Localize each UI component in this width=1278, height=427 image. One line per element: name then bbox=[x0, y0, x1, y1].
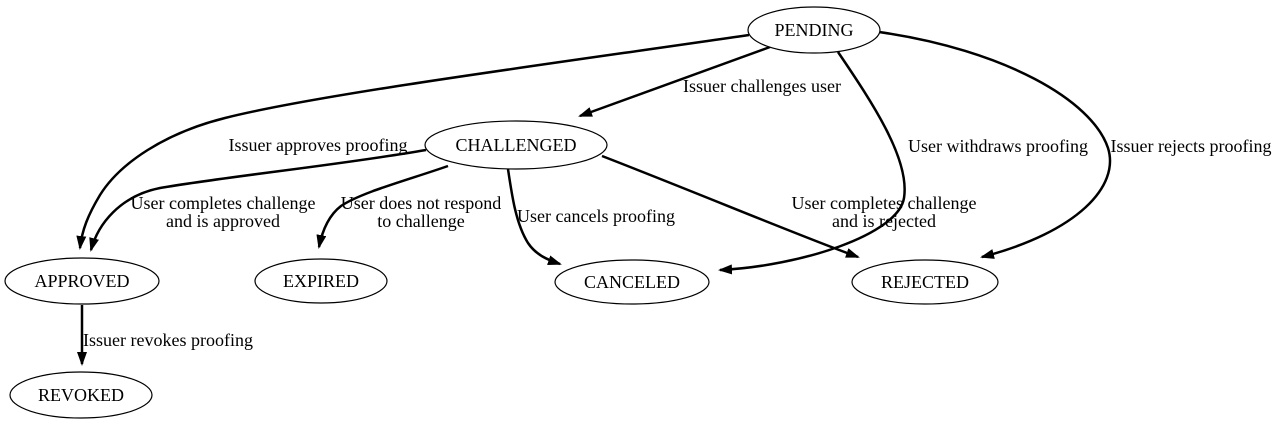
state-expired-label: EXPIRED bbox=[283, 271, 359, 291]
edge-label-challenged-expired-line2: to challenge bbox=[377, 211, 464, 231]
edge-label-pending-canceled: User withdraws proofing bbox=[908, 136, 1088, 156]
state-approved-ellipse bbox=[4, 257, 160, 305]
state-node-rejected: REJECTED bbox=[851, 259, 999, 305]
nodes: PENDING CHALLENGED APPROVED EXPIRED CANC… bbox=[4, 6, 999, 419]
state-approved-label: APPROVED bbox=[34, 271, 129, 291]
state-rejected-label: REJECTED bbox=[881, 272, 969, 292]
edge-challenged-expired bbox=[316, 164, 449, 249]
edge-label-challenged-approved-line2: and is approved bbox=[166, 211, 280, 231]
edge-pending-approved bbox=[76, 33, 750, 250]
edge-label-challenged-approved-line1: User completes challenge bbox=[131, 193, 316, 213]
state-rejected-ellipse bbox=[851, 259, 999, 305]
edge-label-challenged-expired-line1: User does not respond bbox=[341, 193, 501, 213]
state-node-approved: APPROVED bbox=[4, 257, 160, 305]
edge-label-pending-rejected: Issuer rejects proofing bbox=[1111, 136, 1272, 156]
edge-label-challenged-rejected-line1: User completes challenge bbox=[792, 193, 977, 213]
state-node-challenged: CHALLENGED bbox=[424, 120, 608, 170]
edge-challenged-approved bbox=[89, 148, 427, 252]
state-canceled-ellipse bbox=[554, 259, 710, 305]
state-node-pending: PENDING bbox=[747, 6, 881, 54]
state-expired-ellipse bbox=[254, 258, 388, 304]
edge-label-challenged-expired: User does not respond to challenge bbox=[341, 193, 501, 231]
edge-label-approved-revoked: Issuer revokes proofing bbox=[83, 330, 253, 350]
state-canceled-label: CANCELED bbox=[584, 272, 680, 292]
state-pending-label: PENDING bbox=[775, 20, 854, 40]
edge-label-challenged-rejected: User completes challenge and is rejected bbox=[792, 193, 977, 231]
state-challenged-label: CHALLENGED bbox=[456, 135, 577, 155]
state-pending-ellipse bbox=[747, 6, 881, 54]
edge-label-challenged-canceled: User cancels proofing bbox=[517, 206, 675, 226]
state-node-expired: EXPIRED bbox=[254, 258, 388, 304]
edges bbox=[76, 30, 1112, 366]
edge-label-pending-challenged: Issuer challenges user bbox=[683, 76, 841, 96]
edge-label-challenged-rejected-line2: and is rejected bbox=[832, 211, 936, 231]
state-challenged-ellipse bbox=[424, 120, 608, 170]
edge-challenged-rejected bbox=[601, 154, 860, 259]
state-node-revoked: REVOKED bbox=[9, 371, 153, 419]
state-revoked-ellipse bbox=[9, 371, 153, 419]
edge-label-pending-approved: Issuer approves proofing bbox=[229, 135, 408, 155]
edge-label-challenged-approved: User completes challenge and is approved bbox=[131, 193, 316, 231]
edge-challenged-canceled bbox=[506, 168, 562, 266]
edge-pending-challenged bbox=[578, 45, 771, 118]
state-node-canceled: CANCELED bbox=[554, 259, 710, 305]
state-revoked-label: REVOKED bbox=[38, 385, 124, 405]
edge-labels: Issuer challenges user Issuer approves p… bbox=[83, 76, 1271, 350]
edge-pending-rejected bbox=[878, 30, 1112, 259]
edge-pending-canceled bbox=[718, 51, 906, 275]
